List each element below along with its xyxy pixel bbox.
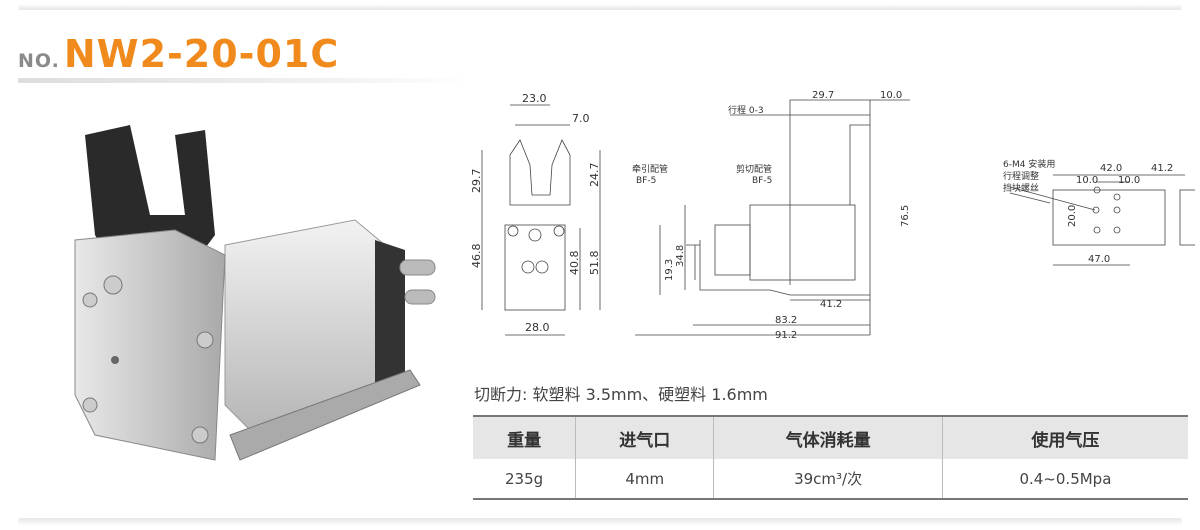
pull-pipe-spec: BF-5 xyxy=(636,176,656,186)
cut-pipe-label: 剪切配管 xyxy=(736,163,772,175)
value-pressure: 0.4~0.5Mpa xyxy=(941,459,1188,500)
cutting-force-spec: 切断力: 软塑料 3.5mm、硬塑料 1.6mm xyxy=(474,385,768,404)
stroke-label: 行程 0-3 xyxy=(728,104,764,116)
dim-side-19-3: 19.3 xyxy=(664,259,675,281)
bottom-divider xyxy=(18,518,1182,526)
table-row: 235g 4mm 39cm³/次 0.4~0.5Mpa xyxy=(473,459,1188,500)
dim-top-42-0: 42.0 xyxy=(1100,163,1122,174)
value-weight: 235g xyxy=(473,459,576,500)
dim-front-40-8: 40.8 xyxy=(568,251,581,276)
dim-side-41-2: 41.2 xyxy=(820,299,842,310)
dim-top-20-0: 20.0 xyxy=(1067,205,1078,227)
dim-front-29-7: 29.7 xyxy=(470,169,483,194)
header-air-consumption: 气体消耗量 xyxy=(713,415,943,459)
cut-pipe-spec: BF-5 xyxy=(752,176,772,186)
model-prefix: NO. xyxy=(18,50,60,72)
dim-top-47-0: 47.0 xyxy=(1088,254,1110,265)
dimension-drawing: 23.0 7.0 29.7 24.7 46.8 40.8 51.8 28.0 2… xyxy=(470,90,1195,341)
top-divider xyxy=(18,4,1182,10)
dim-front-51-8: 51.8 xyxy=(588,251,601,276)
header-air-inlet: 进气口 xyxy=(575,415,714,459)
dim-top-41-2: 41.2 xyxy=(1151,163,1173,174)
dim-side-10-0: 10.0 xyxy=(880,90,902,101)
mount-note: 6-M4 安装用 xyxy=(1003,158,1055,170)
adjust-note-line1: 行程调整 xyxy=(1003,170,1039,182)
dim-top-10-0-a: 10.0 xyxy=(1076,175,1098,186)
pull-pipe-label: 牵引配管 xyxy=(632,163,668,175)
model-number: NW2-20-01C xyxy=(63,32,340,76)
header-pressure: 使用气压 xyxy=(941,415,1188,459)
value-air-consumption: 39cm³/次 xyxy=(713,459,943,500)
side-view xyxy=(635,99,910,336)
spec-table: 重量 进气口 气体消耗量 使用气压 235g 4mm 39cm³/次 0.4~0… xyxy=(473,415,1188,500)
header-weight: 重量 xyxy=(473,415,576,459)
dim-front-23-0: 23.0 xyxy=(522,92,547,105)
adjust-note-line2: 挡块螺丝 xyxy=(1003,182,1039,194)
top-view xyxy=(1009,174,1195,266)
dim-front-28-0: 28.0 xyxy=(525,321,550,334)
product-title: NO.NW2-20-01C xyxy=(18,32,339,76)
dim-top-10-0-b: 10.0 xyxy=(1118,175,1140,186)
dim-side-34-8: 34.8 xyxy=(675,245,686,267)
product-photo xyxy=(74,125,436,461)
dim-side-76-5: 76.5 xyxy=(900,205,911,227)
dim-front-24-7: 24.7 xyxy=(588,163,601,188)
dim-side-83-2: 83.2 xyxy=(775,315,797,326)
front-view xyxy=(481,104,601,336)
dim-front-7-0: 7.0 xyxy=(572,112,590,125)
spec-table-header: 重量 进气口 气体消耗量 使用气压 xyxy=(473,415,1188,459)
value-air-inlet: 4mm xyxy=(575,459,714,500)
dim-front-46-8: 46.8 xyxy=(470,244,483,269)
dim-side-29-7: 29.7 xyxy=(812,90,834,101)
dim-side-91-2: 91.2 xyxy=(775,330,797,341)
title-underline xyxy=(18,78,473,83)
